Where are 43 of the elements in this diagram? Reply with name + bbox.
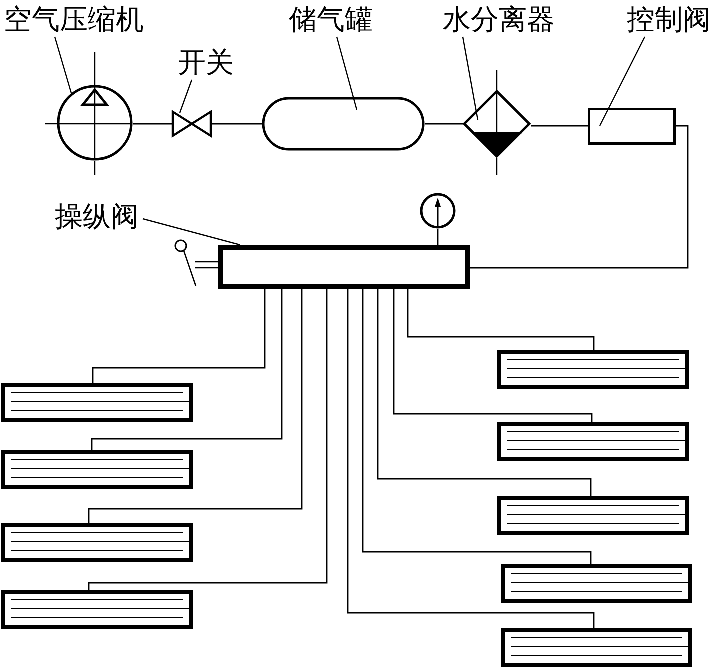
pipe-line [425, 123, 463, 125]
leader-line [336, 36, 358, 110]
output-box [501, 628, 692, 667]
pipe-line [362, 289, 592, 564]
leader-line [462, 36, 479, 120]
pipe-line [88, 289, 328, 590]
output-box [501, 564, 692, 603]
part-label: 控制阀 [627, 3, 713, 37]
pipe-line [470, 125, 689, 269]
manifold-box [218, 245, 470, 289]
output-box [497, 422, 689, 461]
pipe-line [393, 289, 593, 422]
separator-symbol [463, 90, 531, 158]
output-box [1, 450, 193, 489]
tank-symbol [262, 97, 425, 151]
pipe-line [347, 289, 595, 628]
pipe-line [377, 289, 592, 496]
part-label: 水分离器 [443, 3, 559, 37]
leader-line [599, 36, 646, 126]
part-label: 储气罐 [289, 3, 375, 37]
pipe-line [133, 123, 172, 125]
pipe-line [91, 289, 283, 450]
output-box [1, 523, 193, 562]
compressor-symbol [57, 85, 133, 161]
pipe-line [212, 123, 262, 125]
pipe-line [531, 125, 588, 127]
pipe-line [407, 289, 595, 350]
pipe-line [92, 289, 266, 383]
output-box [1, 590, 193, 629]
pipe-line [437, 229, 439, 245]
part-label: 空气压缩机 [4, 3, 154, 37]
leader-line [142, 218, 240, 246]
leader-line [179, 80, 193, 114]
leader-line [54, 36, 73, 96]
output-box [497, 350, 689, 389]
part-label: 操纵阀 [55, 200, 143, 234]
valve-box [588, 108, 676, 145]
output-box [497, 496, 689, 535]
output-box [1, 383, 193, 422]
valve-symbol [172, 111, 212, 137]
pipe-line [88, 289, 303, 523]
pressure-gauge-symbol [420, 193, 456, 229]
part-label: 开关 [178, 46, 236, 80]
